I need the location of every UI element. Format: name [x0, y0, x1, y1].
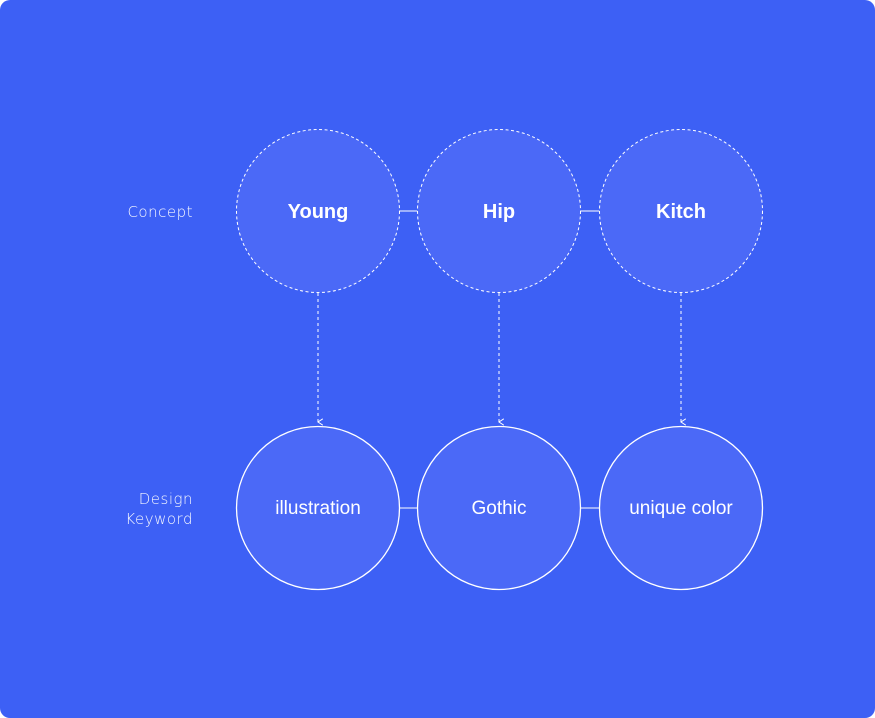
concept-node-kitch	[599, 129, 763, 293]
keyword-label-unique-color: unique color	[629, 498, 733, 519]
concept-node-hip	[417, 129, 581, 293]
row-label-concept: Concept	[127, 203, 193, 221]
keyword-node-gothic	[416, 425, 582, 591]
keyword-label-illustration: illustration	[275, 498, 361, 519]
row-label-design-keyword: Design Keyword	[125, 490, 193, 528]
concept-label-kitch: Kitch	[656, 201, 706, 223]
concept-node-young	[236, 129, 400, 293]
keyword-node-unique-color	[598, 425, 764, 591]
keyword-node-illustration	[235, 425, 401, 591]
concept-label-young: Young	[287, 201, 349, 223]
concept-label-hip: Hip	[482, 201, 516, 223]
keyword-label-gothic: Gothic	[471, 498, 527, 519]
